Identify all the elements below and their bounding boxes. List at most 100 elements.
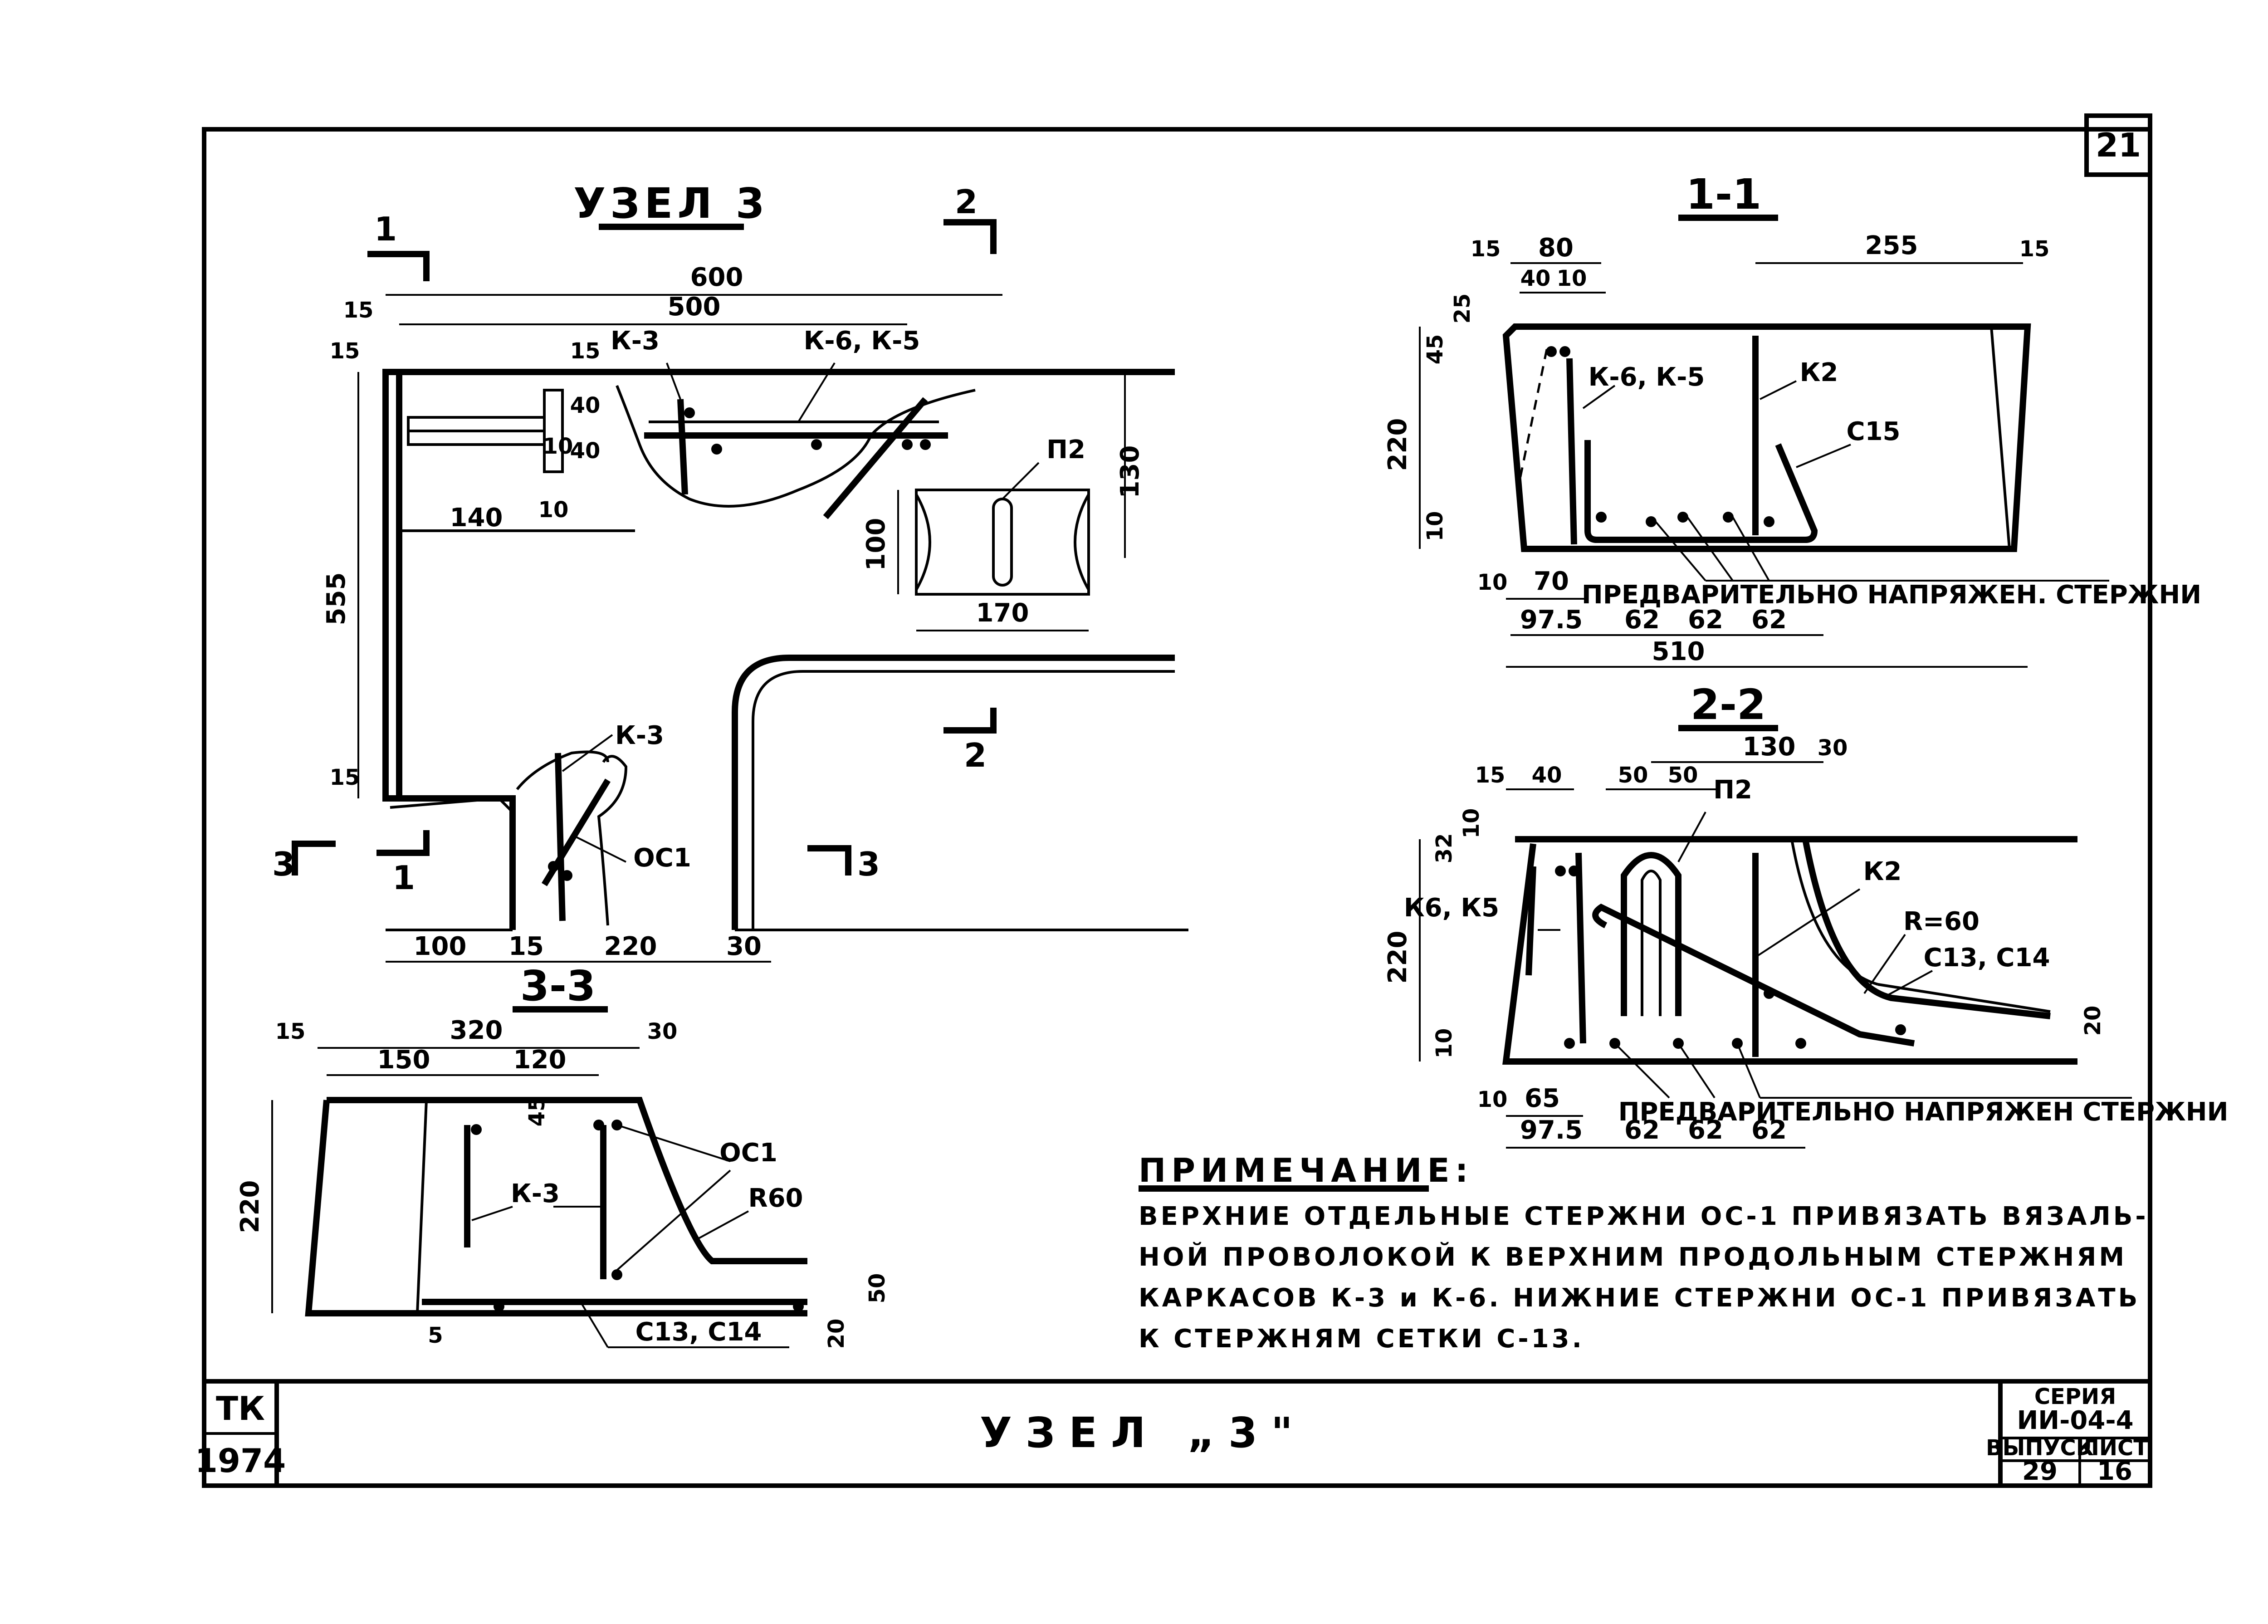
dim-15e: 15 [508, 932, 544, 961]
dim-10b: 10 [538, 497, 569, 523]
dim11-15b: 15 [2019, 236, 2050, 262]
dim33-45: 45 [524, 1096, 550, 1127]
dim11-80: 80 [1538, 233, 1574, 263]
dim33-20: 20 [824, 1319, 849, 1349]
note-line-1: ВЕРХНИЕ ОТДЕЛЬНЫЕ СТЕРЖНИ ОС-1 ПРИВЯЗАТЬ… [1139, 1202, 2149, 1231]
section-2-2-title: 2-2 [1691, 680, 1766, 729]
label-k6k5-22: К6, К5 [1404, 893, 1499, 923]
dim11-10c: 10 [1477, 570, 1508, 595]
dim-10a: 10 [543, 434, 573, 459]
label-k3-33: К-3 [511, 1179, 560, 1208]
dim22-97: 97.5 [1520, 1115, 1583, 1145]
note-line-2: НОЙ ПРОВОЛОКОЙ К ВЕРХНИМ ПРОДОЛЬНЫМ СТЕР… [1139, 1242, 2127, 1272]
sheet-number: 21 [2096, 126, 2141, 164]
dim11-40: 40 [1520, 266, 1551, 291]
issue-value: 29 [2022, 1457, 2058, 1486]
label-k2-22: К2 [1863, 857, 1902, 886]
section-1-1: 1-1 К-6, К-5 К2 С15 ПРЕДВАРИТЕЛЬНО НАПРЯ… [1383, 170, 2201, 668]
detail-title: УЗЕЛ 3 [573, 179, 769, 228]
cut-1-top: 1 [374, 210, 397, 248]
label-p2-22: П2 [1713, 775, 1752, 805]
dim22-10c: 10 [1477, 1087, 1508, 1112]
label-oc1-main: ОС1 [633, 843, 691, 873]
cut-1-bottom: 1 [392, 859, 415, 897]
dim22-50b: 50 [1668, 763, 1698, 788]
series-value: ИИ-04-4 [2017, 1406, 2133, 1435]
section-1-1-title: 1-1 [1686, 170, 1761, 219]
dim22-20: 20 [2080, 1006, 2106, 1036]
dim33-50: 50 [865, 1273, 890, 1304]
dim-15c: 15 [570, 338, 601, 364]
dim-15b: 15 [330, 338, 360, 364]
label-c13c14-33: С13, С14 [635, 1317, 762, 1347]
label-k3-main: К-3 [615, 721, 664, 750]
dim11-62c: 62 [1751, 605, 1787, 635]
dim33-220: 220 [235, 1180, 265, 1233]
dim22-40: 40 [1532, 763, 1562, 788]
section-2-2: 2-2 К6, К5 П2 К2 R=60 С13, С14 ПРЕДВ [1383, 680, 2229, 1149]
label-c15-11: С15 [1846, 417, 1900, 446]
dim22-15: 15 [1475, 763, 1505, 788]
dim11-220: 220 [1383, 418, 1413, 471]
label-k2-11: К2 [1800, 358, 1838, 387]
cut-3-right: 3 [857, 845, 880, 883]
cut-2-top: 2 [955, 183, 978, 221]
dim22-32: 32 [1432, 833, 1457, 864]
dim11-10a: 10 [1557, 266, 1587, 291]
label-prestressed-22: ПРЕДВАРИТЕЛЬНО НАПРЯЖЕН СТЕРЖНИ [1618, 1097, 2229, 1127]
dim33-320: 320 [450, 1016, 503, 1045]
cut-2-bottom: 2 [964, 736, 987, 774]
dim-15a: 15 [343, 298, 374, 323]
dim11-15a: 15 [1471, 236, 1501, 262]
label-k6k5-top: К-6, К-5 [804, 326, 920, 356]
dim22-30: 30 [1818, 735, 1848, 761]
series-label: СЕРИЯ [2034, 1384, 2116, 1409]
sheet-number-box [2084, 113, 2152, 177]
plate-p2 [915, 489, 1090, 596]
label-prestressed-11: ПРЕДВАРИТЕЛЬНО НАПРЯЖЕН. СТЕРЖНИ [1582, 580, 2201, 610]
note-block: ПРИМЕЧАНИЕ: ВЕРХНИЕ ОТДЕЛЬНЫЕ СТЕРЖНИ ОС… [1139, 1151, 2149, 1354]
note-line-4: К СТЕРЖНЯМ СЕТКИ С-13. [1139, 1324, 1584, 1354]
dim33-5: 5 [428, 1323, 443, 1348]
sheet-label: ЛИСТ [2081, 1435, 2148, 1461]
sheet-frame [202, 127, 2152, 1488]
label-r60-33: R60 [748, 1184, 803, 1213]
dim11-25: 25 [1450, 293, 1475, 324]
dim-500: 500 [668, 292, 721, 322]
label-r60-22: R=60 [1903, 907, 1980, 936]
dim22-50a: 50 [1618, 763, 1648, 788]
issue-label: ВЫПУСК [1986, 1435, 2094, 1461]
dim11-510: 510 [1652, 637, 1705, 666]
label-p2-main: П2 [1046, 435, 1085, 465]
dim-130: 130 [1115, 445, 1145, 499]
label-k3-top: К-3 [611, 326, 660, 356]
dim-555: 555 [322, 572, 351, 626]
section-3-3: 3-3 К-3 ОС1 R60 С13, С14 15 320 30 150 1… [235, 962, 890, 1349]
dim11-62b: 62 [1688, 605, 1723, 635]
dim11-45: 45 [1422, 334, 1448, 365]
dim22-220: 220 [1383, 931, 1413, 984]
dim-170: 170 [976, 598, 1029, 628]
dim-220: 220 [604, 932, 657, 961]
note-heading: ПРИМЕЧАНИЕ: [1139, 1151, 1474, 1189]
dim22-130: 130 [1743, 732, 1796, 762]
dim-100b: 100 [414, 932, 467, 961]
dim22-62c: 62 [1751, 1115, 1787, 1145]
dim33-150: 150 [377, 1045, 430, 1075]
dim22-62b: 62 [1688, 1115, 1723, 1145]
label-k6k5-11: К-6, К-5 [1589, 362, 1705, 392]
note-line-3: КАРКАСОВ К-3 и К-6. НИЖНИЕ СТЕРЖНИ ОС-1 … [1139, 1283, 2140, 1313]
dim33-120: 120 [513, 1045, 567, 1075]
dim22-65: 65 [1525, 1084, 1560, 1113]
label-c13c14-22: С13, С14 [1924, 943, 2050, 973]
dim-30: 30 [726, 932, 762, 961]
dim22-10b: 10 [1432, 1028, 1457, 1059]
dim11-10b: 10 [1422, 511, 1448, 542]
org-code: ТК [216, 1389, 265, 1428]
dim11-255: 255 [1865, 231, 1918, 260]
dim-100a: 100 [861, 518, 891, 571]
label-oc1-33: ОС1 [719, 1138, 777, 1168]
dim-40a: 40 [570, 393, 601, 418]
dim-140: 140 [450, 503, 503, 533]
